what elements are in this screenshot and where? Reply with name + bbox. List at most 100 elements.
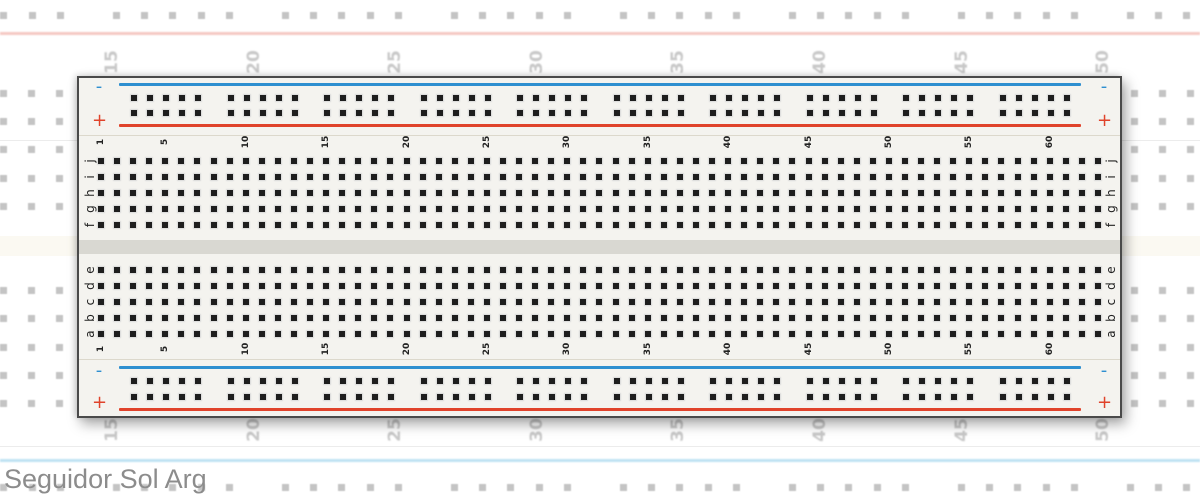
terminal-hole[interactable] [290,331,297,337]
terminal-hole[interactable] [355,222,362,228]
rail-hole[interactable] [806,110,813,116]
rail-hole[interactable] [533,95,539,101]
terminal-hole[interactable] [1094,190,1101,196]
terminal-hole[interactable] [885,158,892,164]
rail-hole[interactable] [838,95,845,101]
terminal-hole[interactable] [483,158,490,164]
rail-hole[interactable] [726,95,732,101]
rail-hole[interactable] [388,95,394,101]
terminal-hole[interactable] [966,283,973,289]
terminal-hole[interactable] [451,158,458,164]
terminal-hole[interactable] [242,331,249,337]
terminal-hole[interactable] [628,315,635,321]
terminal-hole[interactable] [387,206,394,212]
terminal-hole[interactable] [114,222,121,228]
terminal-hole[interactable] [210,190,217,196]
terminal-hole[interactable] [612,190,619,196]
terminal-hole[interactable] [725,267,732,273]
terminal-hole[interactable] [226,158,233,164]
terminal-hole[interactable] [1046,331,1053,337]
rail-hole[interactable] [613,378,620,384]
terminal-hole[interactable] [242,283,249,289]
terminal-hole[interactable] [998,222,1005,228]
terminal-hole[interactable] [692,283,699,289]
rail-hole[interactable] [259,110,266,116]
terminal-hole[interactable] [950,267,957,273]
terminal-hole[interactable] [934,315,941,321]
terminal-hole[interactable] [323,206,330,212]
terminal-hole[interactable] [709,315,716,321]
rail-hole[interactable] [935,95,941,101]
terminal-hole[interactable] [1094,222,1101,228]
terminal-hole[interactable] [467,190,474,196]
terminal-hole[interactable] [1046,299,1053,305]
rail-hole[interactable] [661,394,668,400]
rail-hole[interactable] [629,95,636,101]
terminal-hole[interactable] [773,206,780,212]
rail-hole[interactable] [742,378,748,384]
terminal-hole[interactable] [194,206,201,212]
terminal-hole[interactable] [676,174,683,180]
terminal-hole[interactable] [387,267,394,273]
rail-hole[interactable] [903,110,909,116]
rail-hole[interactable] [147,394,153,400]
rail-hole[interactable] [340,394,346,400]
terminal-hole[interactable] [323,190,330,196]
terminal-hole[interactable] [596,331,603,337]
terminal-hole[interactable] [596,174,603,180]
terminal-hole[interactable] [290,206,297,212]
terminal-hole[interactable] [548,206,555,212]
terminal-hole[interactable] [500,222,506,228]
terminal-hole[interactable] [934,190,941,196]
terminal-hole[interactable] [114,174,121,180]
terminal-hole[interactable] [918,206,925,212]
terminal-hole[interactable] [419,331,426,337]
terminal-hole[interactable] [403,331,410,337]
terminal-hole[interactable] [950,206,957,212]
terminal-hole[interactable] [1078,299,1085,305]
terminal-hole[interactable] [773,299,780,305]
rail-hole[interactable] [324,110,330,116]
rail-hole[interactable] [838,110,845,116]
terminal-hole[interactable] [837,174,844,180]
terminal-hole[interactable] [146,315,153,321]
terminal-hole[interactable] [451,174,458,180]
terminal-hole[interactable] [1014,283,1021,289]
terminal-hole[interactable] [258,222,265,228]
rail-hole[interactable] [581,95,587,101]
rail-hole[interactable] [388,394,394,400]
terminal-hole[interactable] [1094,174,1101,180]
terminal-hole[interactable] [403,267,410,273]
terminal-hole[interactable] [419,190,426,196]
terminal-hole[interactable] [516,267,523,273]
terminal-hole[interactable] [821,283,828,289]
terminal-hole[interactable] [307,158,314,164]
rail-hole[interactable] [758,110,764,116]
terminal-hole[interactable] [339,190,346,196]
terminal-hole[interactable] [323,331,330,337]
terminal-hole[interactable] [1014,331,1021,337]
terminal-hole[interactable] [387,283,394,289]
terminal-hole[interactable] [773,331,780,337]
rail-hole[interactable] [758,394,764,400]
terminal-hole[interactable] [837,283,844,289]
rail-hole[interactable] [1063,378,1070,384]
rail-hole[interactable] [388,110,394,116]
terminal-hole[interactable] [612,299,619,305]
terminal-hole[interactable] [902,283,908,289]
terminal-hole[interactable] [902,222,908,228]
terminal-hole[interactable] [596,222,603,228]
terminal-hole[interactable] [692,190,699,196]
terminal-hole[interactable] [435,267,442,273]
terminal-hole[interactable] [676,331,683,337]
terminal-hole[interactable] [194,190,201,196]
terminal-hole[interactable] [178,174,185,180]
terminal-hole[interactable] [130,283,137,289]
terminal-hole[interactable] [532,315,539,321]
terminal-hole[interactable] [1030,222,1037,228]
rail-hole[interactable] [645,95,652,101]
terminal-hole[interactable] [274,222,281,228]
rail-hole[interactable] [131,95,137,101]
terminal-hole[interactable] [564,206,571,212]
terminal-hole[interactable] [290,299,297,305]
